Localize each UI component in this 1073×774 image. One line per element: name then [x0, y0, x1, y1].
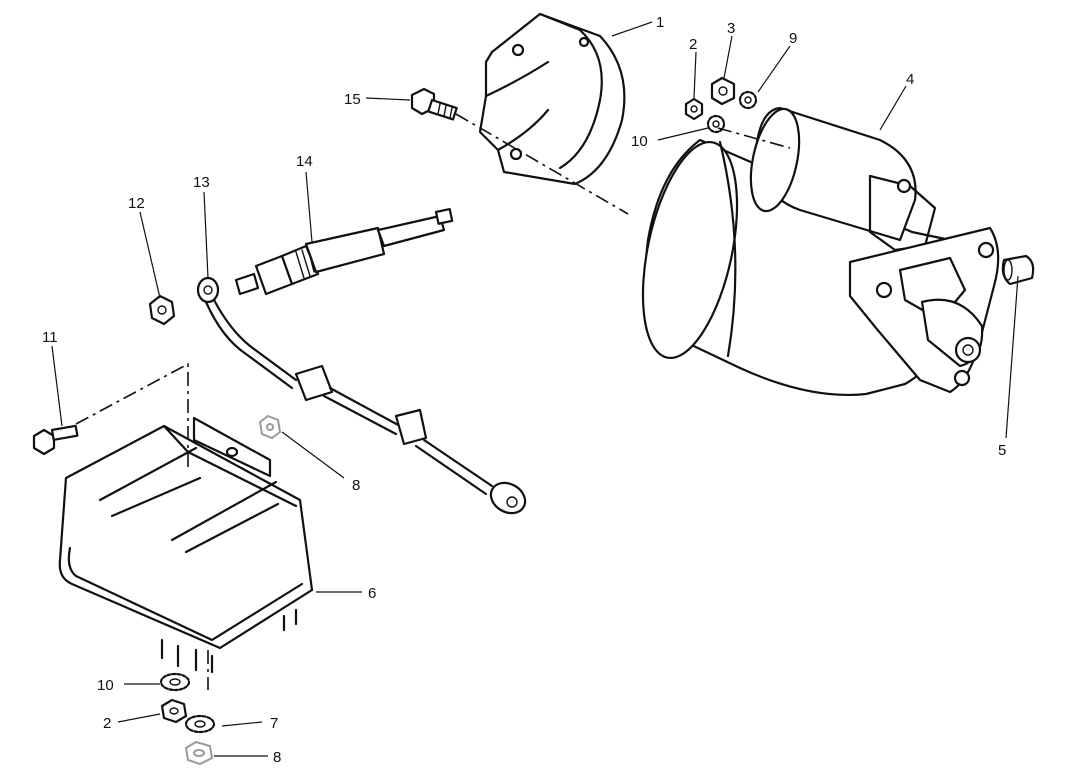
callout-labels: 1 2 3 9 10 4 15 14 13 12 11 8 6 5 10 2 7… [42, 14, 1006, 766]
callout-2-top: 2 [689, 36, 697, 53]
callout-14: 14 [296, 153, 313, 170]
callout-11: 11 [42, 329, 58, 346]
callout-10-top: 10 [631, 133, 648, 150]
callout-13: 13 [193, 174, 210, 191]
callout-7: 7 [270, 715, 278, 732]
callout-10-bottom: 10 [97, 677, 114, 694]
assembly-lines [75, 113, 791, 690]
washer-10-bottom [159, 672, 191, 692]
callout-9: 9 [789, 30, 797, 47]
starter-motor-part [641, 106, 1000, 397]
callout-8-bottom: 8 [273, 749, 281, 766]
leader-lines [51, 21, 1019, 757]
callout-3: 3 [727, 20, 735, 37]
callout-1: 1 [656, 14, 664, 31]
glow-plug-14-part [234, 207, 454, 296]
callout-15: 15 [344, 91, 361, 108]
nut-12-part [148, 294, 176, 326]
callout-8-top: 8 [352, 477, 360, 494]
heat-shield-part [478, 12, 626, 186]
callout-6: 6 [368, 585, 376, 602]
nut-2-top [684, 97, 704, 121]
nut-8-top [258, 414, 282, 440]
washer-7-bottom [184, 714, 216, 734]
nut-2-bottom [160, 698, 188, 724]
washer-9-top [738, 90, 758, 110]
nut-5-part [1001, 254, 1035, 286]
nut-8-bottom [184, 740, 214, 766]
nut-3-top [710, 76, 736, 106]
callout-4: 4 [906, 71, 914, 88]
control-box-6-part [58, 416, 314, 674]
callout-2-bottom: 2 [103, 715, 111, 732]
callout-12: 12 [128, 195, 145, 212]
screw-11-part [32, 424, 79, 456]
bolt-15-part [410, 87, 458, 121]
callout-5: 5 [998, 442, 1006, 459]
wire-harness-13-part [196, 276, 527, 515]
